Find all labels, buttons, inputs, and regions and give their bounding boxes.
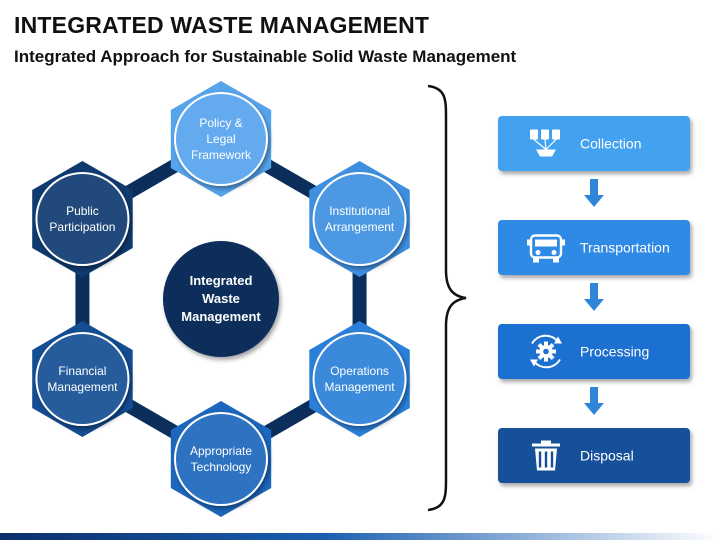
step-label: Processing [580, 344, 649, 360]
bottom-accent-bar [0, 533, 720, 540]
node-circle [35, 332, 130, 426]
step-label: Collection [580, 136, 641, 152]
trash-icon [532, 440, 560, 471]
node-circle [312, 172, 407, 266]
node-label-line: Arrangement [325, 220, 395, 234]
node-label-line: Framework [191, 148, 252, 162]
node-label-line: Public [66, 204, 99, 218]
node-label-line: Legal [206, 132, 235, 146]
step-processing: Processing [498, 324, 690, 379]
process-steps: CollectionTransportationProcessingDispos… [498, 116, 690, 483]
node-label-line: Management [47, 380, 118, 394]
page-subtitle: Integrated Approach for Sustainable Soli… [14, 47, 517, 66]
hub-label-line: Management [181, 309, 261, 324]
down-arrow [584, 283, 604, 311]
gear-cycle-icon [530, 334, 562, 369]
node-label-line: Technology [191, 460, 252, 474]
hub-label-line: Integrated [190, 273, 253, 288]
step-collection: Collection [498, 116, 690, 171]
down-arrow [584, 179, 604, 207]
node-label-line: Appropriate [190, 444, 252, 458]
step-box [498, 220, 690, 275]
node-label-line: Participation [49, 220, 115, 234]
down-arrow [584, 387, 604, 415]
hub-label-line: Waste [202, 291, 240, 306]
node-circle [312, 332, 407, 426]
truck-icon [527, 234, 565, 263]
node-label-line: Institutional [329, 204, 390, 218]
collection-icon [530, 129, 560, 157]
hexagon-nodes: Policy & LegalFrameworkInstitutionalArran… [32, 81, 410, 517]
hub-node: Integrated Waste Management [163, 241, 279, 357]
hub-circle [163, 241, 279, 357]
step-transportation: Transportation [498, 220, 690, 275]
node-circle [174, 92, 268, 186]
step-box [498, 324, 690, 379]
node-circle [174, 412, 268, 506]
node-label-line: Policy & [199, 116, 242, 130]
node-circle [35, 172, 130, 266]
step-label: Transportation [580, 240, 670, 256]
page-title: INTEGRATED WASTE MANAGEMENT [14, 12, 430, 38]
step-label: Disposal [580, 448, 634, 464]
node-label-line: Operations [330, 364, 389, 378]
curly-brace [427, 84, 467, 512]
step-disposal: Disposal [498, 428, 690, 483]
node-label-line: Financial [58, 364, 106, 378]
node-label-line: Management [325, 380, 396, 394]
